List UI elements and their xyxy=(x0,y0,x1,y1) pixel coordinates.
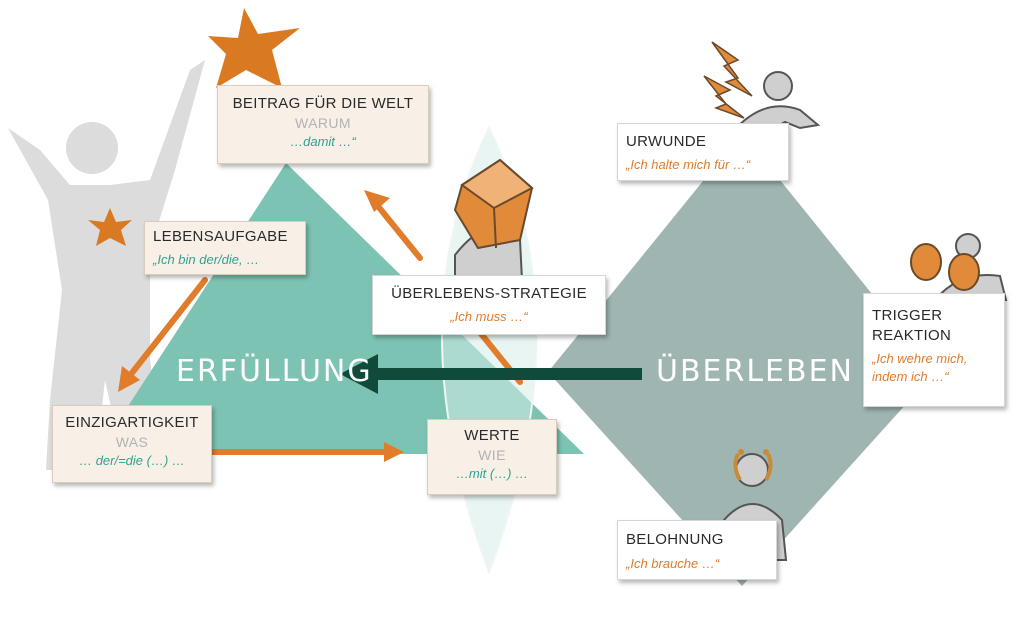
trigger-title-2: REAKTION xyxy=(872,327,952,344)
box-werte: WERTE WIE …mit (…) … xyxy=(427,419,557,495)
transition-arrow xyxy=(340,354,642,394)
box-carrier-icon xyxy=(453,158,534,281)
beitrag-sub: WARUM xyxy=(295,115,351,131)
survival-diamond xyxy=(548,133,935,586)
box-trigger: TRIGGER REAKTION „Ich wehre mich, indem … xyxy=(863,293,1005,407)
lebensaufgabe-quote: „Ich bin der/die, … xyxy=(153,252,260,267)
einzigartigkeit-title: EINZIGARTIGKEIT xyxy=(65,414,199,431)
boxing-gloves-icon xyxy=(910,233,1008,301)
urwunde-title: URWUNDE xyxy=(626,133,707,150)
box-strategie: ÜBERLEBENS-STRATEGIE „Ich muss …“ xyxy=(372,275,606,335)
trigger-quote-2: indem ich …“ xyxy=(872,369,949,384)
trigger-title-1: TRIGGER xyxy=(872,307,943,324)
box-einzigartigkeit: EINZIGARTIGKEIT WAS … der/=die (…) … xyxy=(52,405,212,483)
einzigartigkeit-quote: … der/=die (…) … xyxy=(79,453,185,468)
beitrag-title: BEITRAG FÜR DIE WELT xyxy=(232,95,414,112)
box-lebensaufgabe: LEBENSAUFGABE „Ich bin der/die, … xyxy=(144,221,306,275)
strategie-quote: „Ich muss …“ xyxy=(450,309,528,324)
person-silhouette-icon xyxy=(8,60,205,470)
box-belohnung: BELOHNUNG „Ich brauche …“ xyxy=(617,520,777,580)
werte-quote: …mit (…) … xyxy=(455,466,529,481)
box-beitrag: BEITRAG FÜR DIE WELT WARUM …damit …“ xyxy=(217,85,429,164)
cycle-arrowheads xyxy=(118,190,404,462)
star-icon xyxy=(208,8,300,88)
survival-label: ÜBERLEBEN xyxy=(656,354,854,389)
lebensaufgabe-title: LEBENSAUFGABE xyxy=(153,228,288,245)
werte-sub: WIE xyxy=(478,447,506,463)
box-urwunde: URWUNDE „Ich halte mich für …“ xyxy=(617,123,789,181)
belohnung-title: BELOHNUNG xyxy=(626,531,724,548)
trigger-quote-1: „Ich wehre mich, xyxy=(872,351,968,366)
beitrag-quote: …damit …“ xyxy=(290,134,356,149)
einzigartigkeit-sub: WAS xyxy=(115,434,149,450)
urwunde-quote: „Ich halte mich für …“ xyxy=(626,157,751,172)
fulfillment-label: ERFÜLLUNG xyxy=(176,354,373,389)
belohnung-quote: „Ich brauche …“ xyxy=(626,556,720,571)
werte-title: WERTE xyxy=(464,427,520,444)
star-icon xyxy=(88,208,132,246)
strategie-title: ÜBERLEBENS-STRATEGIE xyxy=(391,285,587,302)
